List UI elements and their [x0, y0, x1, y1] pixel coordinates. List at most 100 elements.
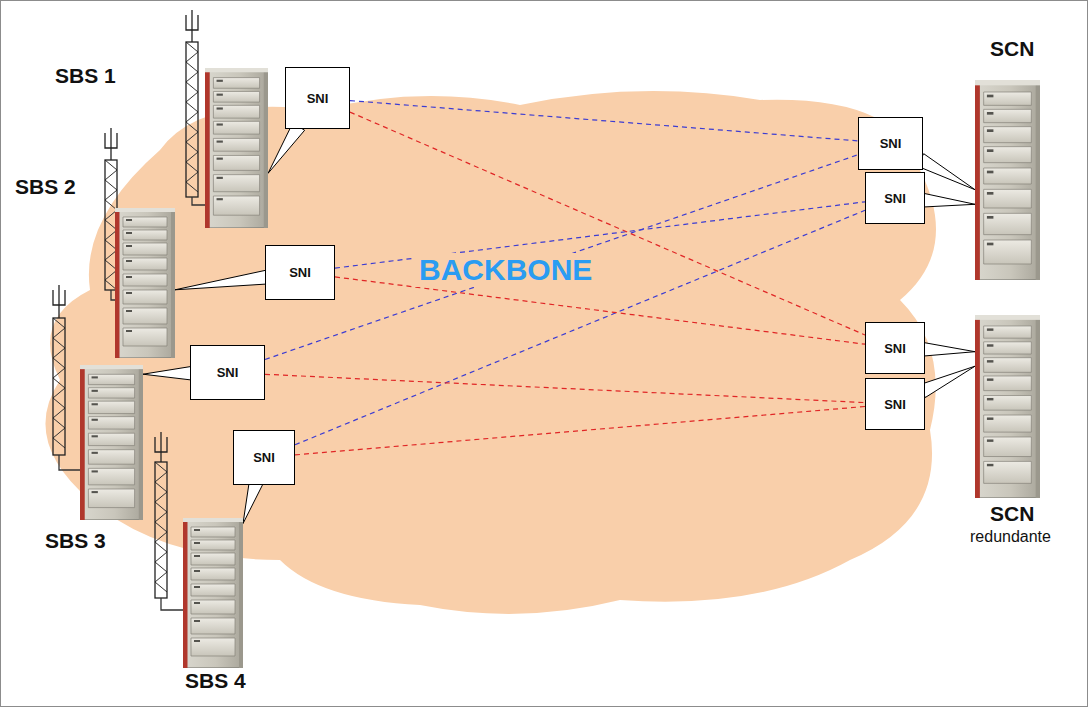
site-note: redundante: [970, 528, 1051, 545]
rack-unit: [88, 433, 134, 445]
rack-unit: [88, 388, 134, 398]
sni-callout: SNI: [858, 117, 923, 170]
unit-indicator: [987, 378, 994, 380]
antenna-pole: [160, 432, 161, 462]
cabinet-body: [115, 208, 175, 358]
cabinet-red-edge: [205, 68, 210, 228]
cabinet-top: [80, 365, 143, 369]
cabinet-red-edge: [183, 518, 188, 668]
unit-indicator: [126, 330, 132, 332]
rack-unit: [191, 638, 235, 656]
cabinet-side: [1036, 315, 1040, 498]
rack-unit: [123, 258, 167, 270]
rack-unit: [191, 527, 235, 537]
unit-indicator: [92, 403, 98, 405]
sni-callout: SNI: [865, 172, 925, 224]
unit-indicator: [194, 620, 200, 622]
rack-unit: [984, 376, 1032, 391]
site-name: SBS 4: [185, 669, 246, 692]
rack-unit: [123, 274, 167, 286]
equipment-rack: SBS 2: [115, 208, 175, 358]
interface-label: SNI: [880, 136, 902, 151]
unit-indicator: [126, 292, 132, 294]
interface-label: SNI: [217, 365, 239, 380]
unit-indicator: [987, 243, 994, 246]
unit-indicator: [217, 123, 223, 125]
interface-label: SNI: [884, 191, 906, 206]
site-name: SBS 3: [45, 529, 106, 552]
unit-indicator: [194, 586, 200, 588]
cabinet-drawing: [205, 68, 268, 228]
rack-unit: [88, 374, 134, 384]
unit-indicator: [987, 192, 994, 195]
cabinet-drawing: [183, 518, 243, 668]
label-wrap: SBS 2: [15, 175, 76, 199]
rack-unit: [984, 92, 1032, 105]
rack-unit: [984, 147, 1032, 163]
unit-indicator: [194, 602, 200, 604]
sni-callout: SNI: [285, 67, 350, 129]
interface-label: SNI: [253, 450, 275, 465]
unit-indicator: [92, 470, 98, 472]
unit-indicator: [126, 219, 132, 221]
rack-unit: [984, 127, 1032, 143]
label-wrap: SBS 1: [55, 64, 116, 88]
equipment-rack: SBS 3: [80, 365, 143, 520]
unit-indicator: [194, 555, 200, 557]
sni-callout: SNI: [190, 345, 265, 400]
rack-unit: [88, 489, 134, 508]
cabinet-side: [1036, 80, 1040, 280]
cabinet-body: [975, 80, 1040, 280]
unit-indicator: [987, 398, 994, 400]
unit-indicator: [987, 439, 994, 441]
antenna-prongs: [105, 133, 117, 148]
rack-unit: [123, 308, 167, 324]
site-name: SBS 2: [15, 175, 76, 198]
unit-indicator: [194, 529, 200, 531]
rack-unit: [213, 138, 259, 151]
rack-unit: [88, 450, 134, 464]
cabinet-drawing: [975, 80, 1040, 280]
rack-unit: [984, 396, 1032, 411]
unit-indicator: [217, 107, 223, 109]
unit-indicator: [194, 542, 200, 544]
cabinet-red-edge: [115, 208, 120, 358]
label-wrap: SBS 3: [45, 529, 106, 553]
unit-indicator: [126, 245, 132, 247]
cabinet-top: [975, 315, 1040, 320]
rack-unit: [984, 437, 1032, 457]
unit-indicator: [987, 95, 994, 98]
sni-callout: SNI: [865, 322, 925, 374]
cabinet-top: [205, 68, 268, 72]
unit-indicator: [217, 198, 223, 200]
cabinet-red-edge: [975, 315, 980, 498]
cabinet-top: [975, 80, 1040, 85]
unit-indicator: [92, 491, 98, 493]
unit-indicator: [194, 570, 200, 572]
sni-callout: SNI: [233, 430, 295, 485]
rack-unit: [984, 326, 1032, 338]
rack-unit: [213, 105, 259, 118]
unit-indicator: [126, 232, 132, 234]
site-name: SCN: [990, 37, 1034, 60]
antenna-prongs: [53, 290, 65, 305]
rack-unit: [213, 121, 259, 134]
rack-unit: [123, 290, 167, 304]
equipment-rack: SCN: [975, 80, 1040, 280]
unit-indicator: [92, 390, 98, 392]
antenna-prongs: [186, 15, 198, 30]
unit-indicator: [92, 452, 98, 454]
rack-unit: [123, 217, 167, 227]
rack-unit: [984, 240, 1032, 264]
cabinet-drawing: [80, 365, 143, 520]
unit-indicator: [987, 464, 994, 466]
unit-indicator: [92, 435, 98, 437]
unit-indicator: [126, 260, 132, 262]
antenna-pole: [191, 10, 192, 42]
unit-indicator: [987, 112, 994, 115]
unit-indicator: [92, 376, 98, 378]
rack-unit: [984, 461, 1032, 483]
interface-label: SNI: [884, 397, 906, 412]
unit-indicator: [217, 177, 223, 179]
interface-label: SNI: [307, 91, 329, 106]
